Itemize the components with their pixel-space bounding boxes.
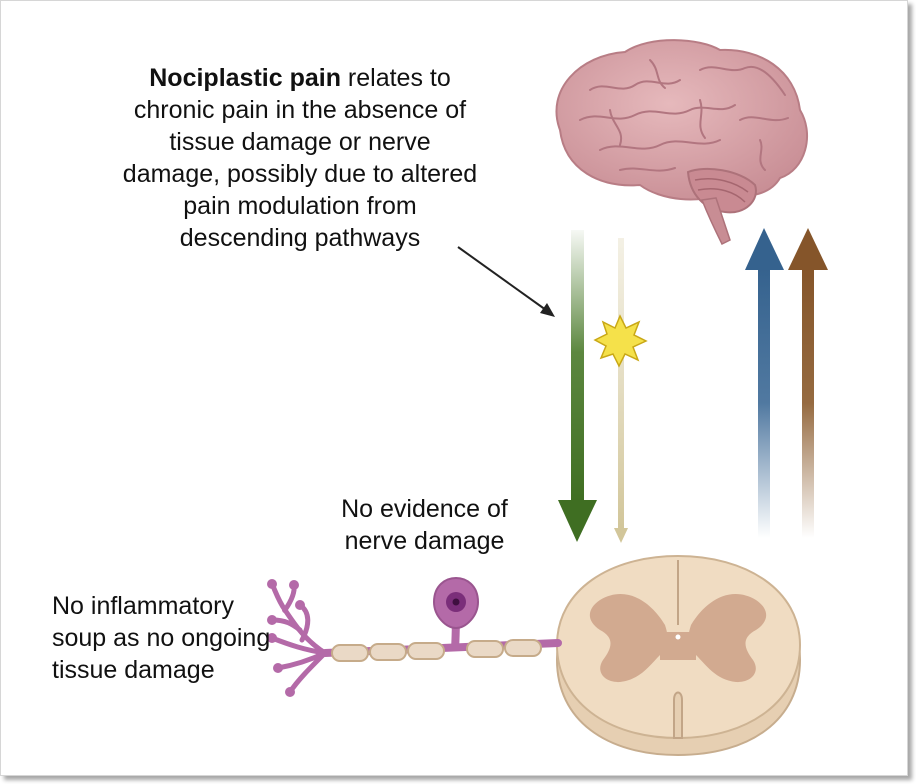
neuron-icon	[267, 576, 562, 697]
nociplastic-caption: Nociplastic pain relates to chronic pain…	[120, 62, 480, 254]
descending-arrow	[558, 230, 597, 542]
pointer-arrow	[457, 246, 555, 317]
ascending-blue-arrow	[745, 228, 784, 538]
caption-bold: Nociplastic pain	[149, 64, 341, 92]
spark-icon	[593, 314, 648, 368]
brain-icon	[555, 39, 809, 246]
caption-rest: relates to chronic pain in the absence o…	[122, 64, 478, 252]
ascending-brown-arrow	[788, 228, 828, 538]
spinal-cord-icon	[555, 554, 802, 757]
faint-descending-arrow	[614, 238, 628, 543]
nerve-damage-caption: No evidence of nerve damage	[341, 495, 508, 555]
inflammatory-soup-caption: No inflammatory soup as no ongoing tissu…	[52, 592, 271, 684]
